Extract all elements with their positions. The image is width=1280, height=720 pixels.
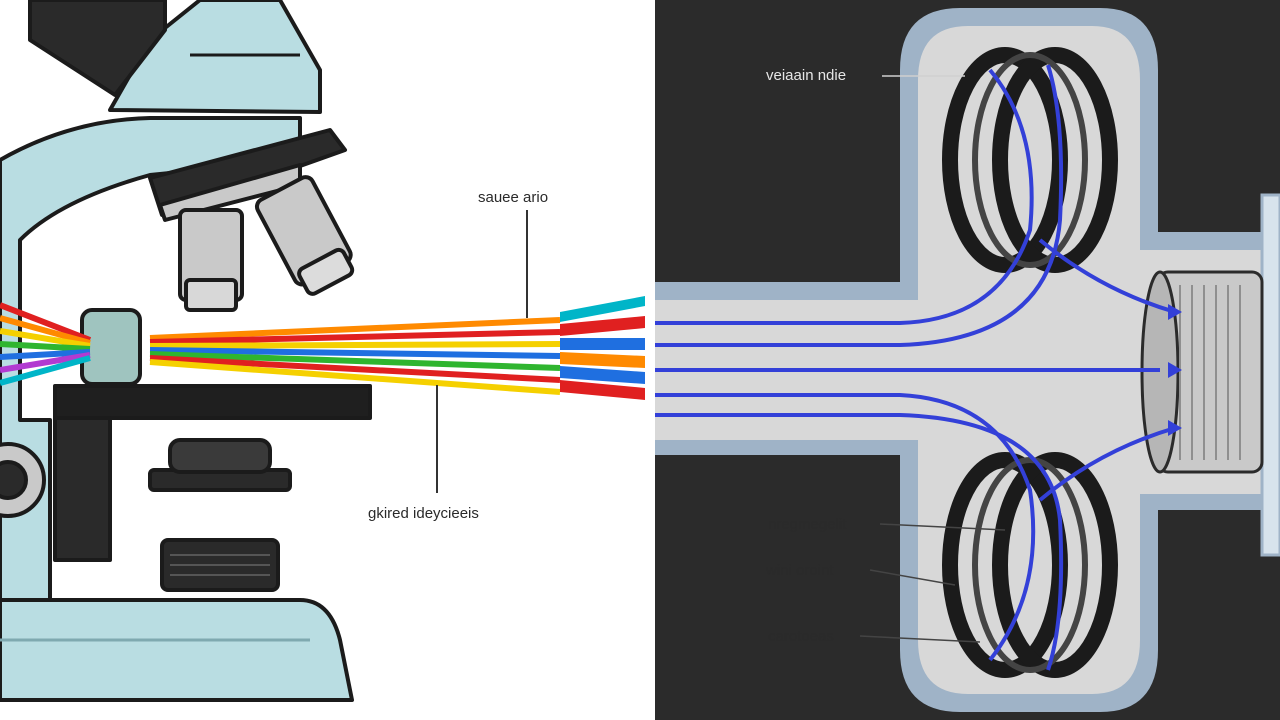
light-beam: [0, 296, 645, 400]
field-arrows: [1168, 304, 1182, 436]
left-panel: [0, 0, 645, 702]
objective-lens-icon: [254, 175, 355, 296]
leader-line-right-1: [879, 523, 1006, 531]
leader-line-right-2: [869, 569, 956, 586]
label-wini-oroint: wini oroint: [766, 562, 834, 579]
label-sauee-ario: sauee ario: [478, 189, 549, 206]
label-gkired-ideycieeis: gkired ideycieeis: [368, 505, 479, 522]
eyepiece-icon: [28, 0, 167, 97]
stage-support: [53, 416, 112, 562]
label-carotoeas: carotoeas: [768, 628, 834, 645]
specimen-holder: [80, 308, 142, 386]
end-cap: [1260, 193, 1280, 557]
microscope-base: [0, 598, 354, 702]
label-veiaain-ndie: veiaain ndie: [766, 67, 847, 84]
leader-line-right-3: [859, 635, 981, 643]
microscope-stage: [53, 384, 372, 420]
microscope-icon: [0, 0, 372, 702]
objective-lens-icon: [178, 208, 244, 312]
right-panel: [655, 0, 1280, 720]
label-nregmegelit: nregmegelit: [768, 516, 847, 533]
coil-icon: [942, 452, 1118, 678]
field-line-icon: [655, 64, 1176, 671]
microscope-arm: [0, 116, 302, 602]
